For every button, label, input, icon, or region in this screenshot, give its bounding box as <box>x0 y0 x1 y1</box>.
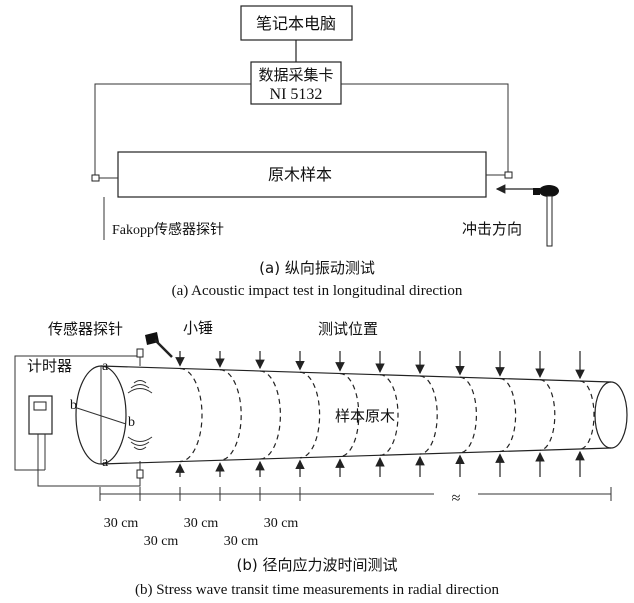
caption-b-en: (b) Stress wave transit time measurement… <box>135 582 500 598</box>
small-hammer-icon <box>145 332 173 358</box>
sensor-probe-label-b: 传感器探针 <box>48 320 123 338</box>
spacing-label: 30 cm <box>264 516 299 531</box>
spacing-label: 30 cm <box>184 516 219 531</box>
spacing-label: 30 cm <box>104 516 139 531</box>
dashed-section <box>259 370 281 460</box>
daq-card-label: 数据采集卡 <box>258 66 333 84</box>
laptop-label: 笔记本电脑 <box>256 14 336 33</box>
daq-card-model: NI 5132 <box>270 86 323 103</box>
dimension-line <box>99 487 612 501</box>
dashed-section <box>459 376 477 454</box>
dashed-section <box>179 367 203 463</box>
label-b-left: b <box>70 398 77 413</box>
spacing-label: 30 cm <box>144 534 179 549</box>
label-a-bottom: a <box>102 455 109 470</box>
top-sensor <box>136 348 144 358</box>
right-sensor-cable <box>341 83 509 172</box>
impact-direction-label: 冲击方向 <box>462 220 522 238</box>
dashed-section <box>419 375 438 455</box>
test-positions-label: 测试位置 <box>318 320 378 338</box>
label-a-top: a <box>102 359 109 374</box>
dashed-section <box>219 369 242 461</box>
panel-a: 笔记本电脑 数据采集卡 NI 5132 原木样本 Fakopp传感器探针 冲击方… <box>91 5 559 299</box>
log-sample-label-b: 样本原木 <box>335 407 395 425</box>
dashed-section <box>339 372 360 458</box>
hammer-icon <box>533 185 559 247</box>
left-sensor-cable <box>94 83 251 175</box>
hammer-label: 小锤 <box>183 319 213 337</box>
left-sensor <box>91 174 100 182</box>
label-b-right: b <box>128 415 135 430</box>
dashed-section <box>299 371 321 459</box>
dashed-section <box>539 379 556 451</box>
caption-b-cn: (b) 径向应力波时间测试 <box>237 556 398 574</box>
timer-label: 计时器 <box>27 357 72 375</box>
log-sample-label: 原木样本 <box>268 165 332 184</box>
dashed-sections <box>179 367 595 463</box>
dashed-section <box>379 374 399 456</box>
bottom-sensor <box>136 469 144 479</box>
dashed-section <box>499 377 517 453</box>
sensor-probe-label: Fakopp传感器探针 <box>112 221 224 238</box>
log-cylinder <box>75 365 628 465</box>
timer-bottom-wire <box>37 470 141 487</box>
test-position-arrows <box>175 351 585 477</box>
spacing-label: 30 cm <box>224 534 259 549</box>
caption-a-en: (a) Acoustic impact test in longitudinal… <box>172 283 463 299</box>
daq-card-box <box>250 61 342 105</box>
panel-b: 传感器探针 小锤 测试位置 计时器 a a <box>14 319 628 598</box>
dashed-section <box>579 380 595 450</box>
timer-display <box>33 401 47 411</box>
axis-break-symbol: ≈ <box>452 490 461 507</box>
stress-wave-icon <box>127 380 153 450</box>
right-sensor <box>504 171 513 179</box>
caption-a-cn: (a) 纵向振动测试 <box>259 259 375 277</box>
